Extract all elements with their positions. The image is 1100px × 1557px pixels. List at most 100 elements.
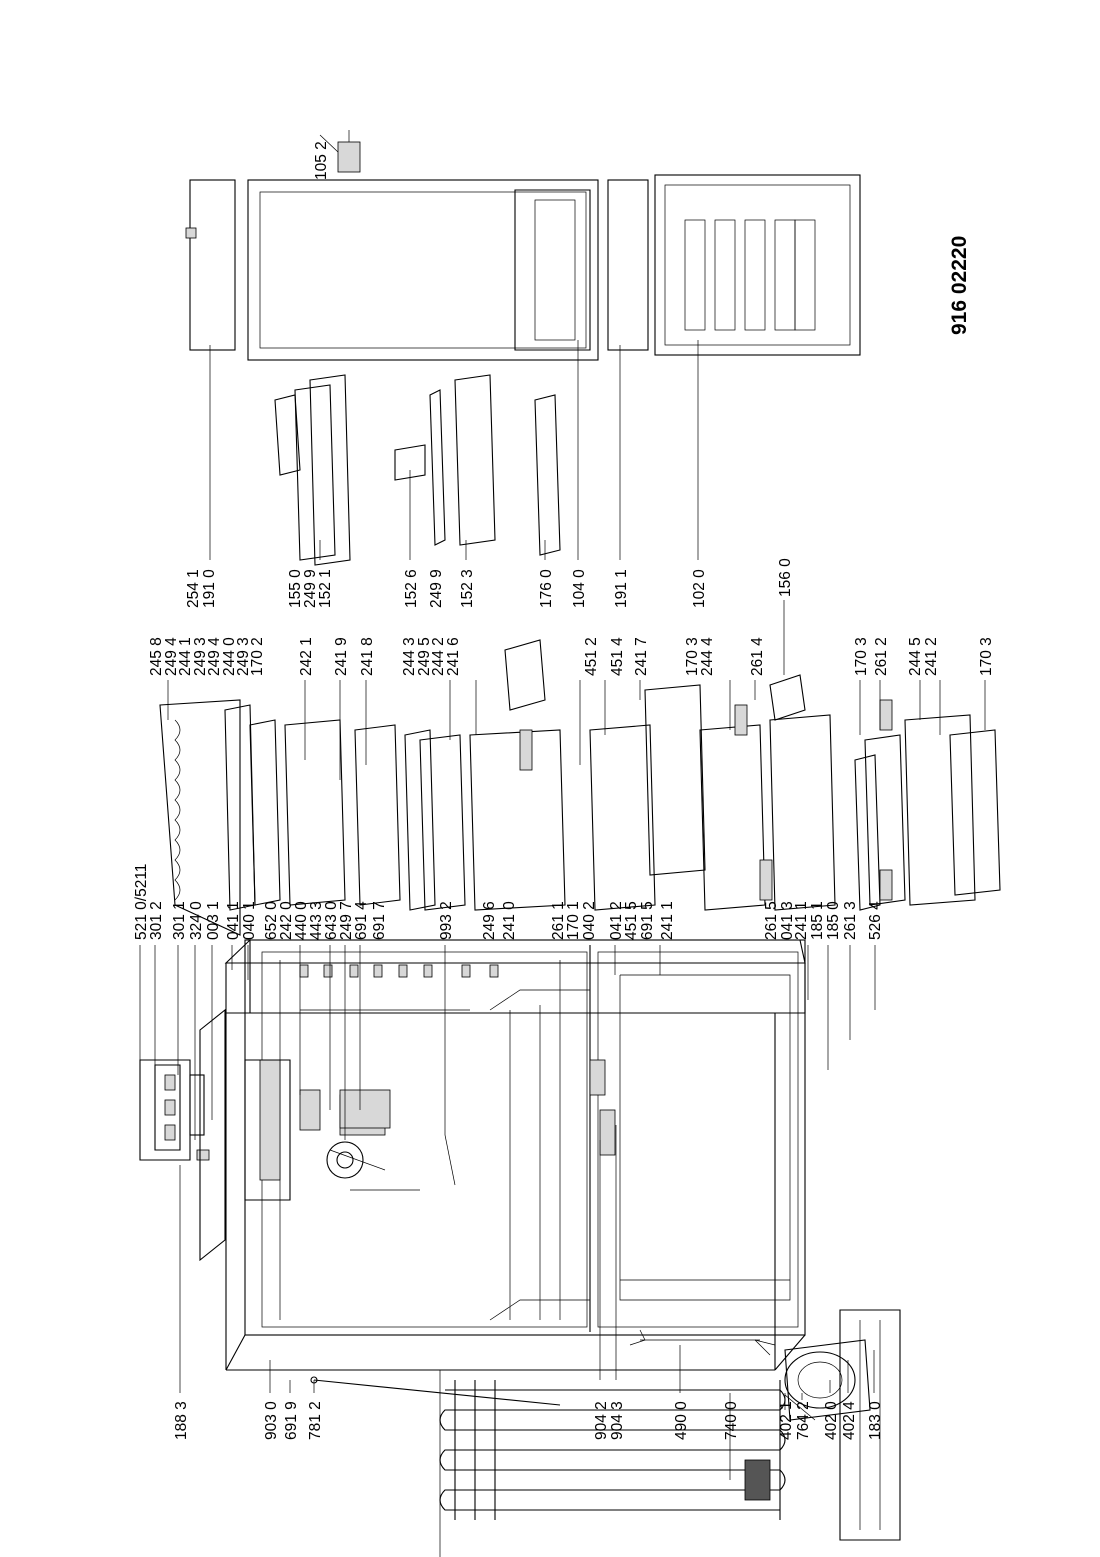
- label-003-1: 003 1: [205, 901, 222, 940]
- label-261-5: 261 5: [763, 901, 780, 940]
- label-903-0: 903 0: [263, 1401, 280, 1440]
- label-764-2: 764 2: [795, 1401, 812, 1440]
- label-041-1-top: 041 1: [225, 901, 242, 940]
- label-156-0: 156 0: [777, 558, 794, 597]
- fan-assembly: [326, 1089, 456, 1191]
- label-170-3-c: 170 3: [978, 637, 995, 676]
- top-cover: [199, 1008, 291, 1262]
- label-040-2: 040 2: [581, 901, 598, 940]
- label-241-1: 241 1: [659, 901, 676, 940]
- document-code: 916 02220: [948, 236, 971, 335]
- label-301-2: 301 2: [148, 901, 165, 940]
- label-249-5: 249 5: [416, 637, 433, 676]
- label-261-4: 261 4: [749, 637, 766, 676]
- label-242-1: 242 1: [298, 637, 315, 676]
- label-261-3: 261 3: [842, 901, 859, 940]
- label-643-0: 643 0: [323, 901, 340, 940]
- control-board: [139, 1059, 210, 1161]
- label-249-4-a: 249 4: [163, 637, 180, 676]
- part-labels: 188 3 903 0 691 9 781 2 904 2 904 3 490 …: [133, 141, 995, 1440]
- label-904-3: 904 3: [609, 1401, 626, 1440]
- label-451-4: 451 4: [609, 637, 626, 676]
- label-183-0: 183 0: [867, 1401, 884, 1440]
- label-104-0: 104 0: [571, 569, 588, 608]
- label-102-0: 102 0: [691, 569, 708, 608]
- label-261-1: 261 1: [550, 901, 567, 940]
- label-402-1: 402 1: [778, 1401, 795, 1440]
- door-bins: [274, 374, 561, 566]
- label-244-5: 244 5: [907, 637, 924, 676]
- label-490-0: 490 0: [673, 1401, 690, 1440]
- label-241-0: 241 0: [501, 901, 518, 940]
- label-691-4: 691 4: [353, 901, 370, 940]
- label-241-2: 241 2: [923, 637, 940, 676]
- label-152-3: 152 3: [459, 569, 476, 608]
- label-244-3: 244 3: [401, 637, 418, 676]
- label-041-3: 041 3: [779, 901, 796, 940]
- label-170-2: 170 2: [249, 637, 266, 676]
- label-254-1: 254 1: [185, 569, 202, 608]
- top-hinge: [337, 130, 361, 173]
- label-170-3-a: 170 3: [684, 637, 701, 676]
- label-244-0: 244 0: [221, 637, 238, 676]
- label-241-8: 241 8: [359, 637, 376, 676]
- label-691-5: 691 5: [639, 901, 656, 940]
- label-402-4: 402 4: [841, 1401, 858, 1440]
- label-993-2: 993 2: [438, 901, 455, 940]
- label-188-3: 188 3: [173, 1401, 190, 1440]
- label-241-1-b: 241 1: [793, 901, 810, 940]
- label-185-0: 185 0: [825, 901, 842, 940]
- label-249-3-a: 249 3: [192, 637, 209, 676]
- freezer-door: [607, 174, 861, 356]
- label-781-2: 781 2: [307, 1401, 324, 1440]
- fridge-door: [185, 179, 599, 361]
- label-245-8: 245 8: [148, 637, 165, 676]
- leader-lines: [139, 134, 986, 1480]
- label-521-0: 521 0/5211: [133, 864, 150, 940]
- label-443-3: 443 3: [308, 901, 325, 940]
- label-249-4-b: 249 4: [206, 637, 223, 676]
- compressor: [784, 1339, 871, 1421]
- label-244-4: 244 4: [699, 637, 716, 676]
- label-249-9-b: 249 9: [428, 569, 445, 608]
- label-040-1: 040 1: [241, 901, 258, 940]
- label-249-9-a: 249 9: [302, 569, 319, 608]
- label-249-7: 249 7: [338, 901, 355, 940]
- base-rail: [839, 1309, 901, 1541]
- label-402-0: 402 0: [823, 1401, 840, 1440]
- label-249-6: 249 6: [481, 901, 498, 940]
- label-191-0: 191 0: [201, 569, 218, 608]
- label-152-1: 152 1: [317, 569, 334, 608]
- label-652-0: 652 0: [263, 901, 280, 940]
- label-904-2: 904 2: [593, 1401, 610, 1440]
- cabinet-body: [224, 939, 806, 1371]
- label-451-2: 451 2: [583, 637, 600, 676]
- condenser-coil: [439, 1370, 786, 1557]
- label-170-1: 170 1: [565, 901, 582, 940]
- label-170-3-b: 170 3: [853, 637, 870, 676]
- label-176-0: 176 0: [538, 569, 555, 608]
- label-185-1: 185 1: [809, 901, 826, 940]
- label-324-0: 324 0: [188, 901, 205, 940]
- label-740-0: 740 0: [723, 1401, 740, 1440]
- label-451-5: 451 5: [623, 901, 640, 940]
- label-244-2: 244 2: [430, 637, 447, 676]
- label-244-1: 244 1: [177, 637, 194, 676]
- label-261-2: 261 2: [873, 637, 890, 676]
- label-105-2: 105 2: [313, 141, 330, 180]
- label-242-0: 242 0: [278, 901, 295, 940]
- label-155-0: 155 0: [287, 569, 304, 608]
- label-191-1: 191 1: [613, 569, 630, 608]
- shelves-and-crispers: [159, 639, 1001, 936]
- power-cable: [629, 1329, 776, 1356]
- label-241-6: 241 6: [445, 637, 462, 676]
- label-691-9: 691 9: [283, 1401, 300, 1440]
- label-152-6: 152 6: [403, 569, 420, 608]
- label-241-7: 241 7: [633, 637, 650, 676]
- label-241-9: 241 9: [333, 637, 350, 676]
- label-440-0: 440 0: [293, 901, 310, 940]
- label-526-4: 526 4: [867, 901, 884, 940]
- label-041-2: 041 2: [608, 901, 625, 940]
